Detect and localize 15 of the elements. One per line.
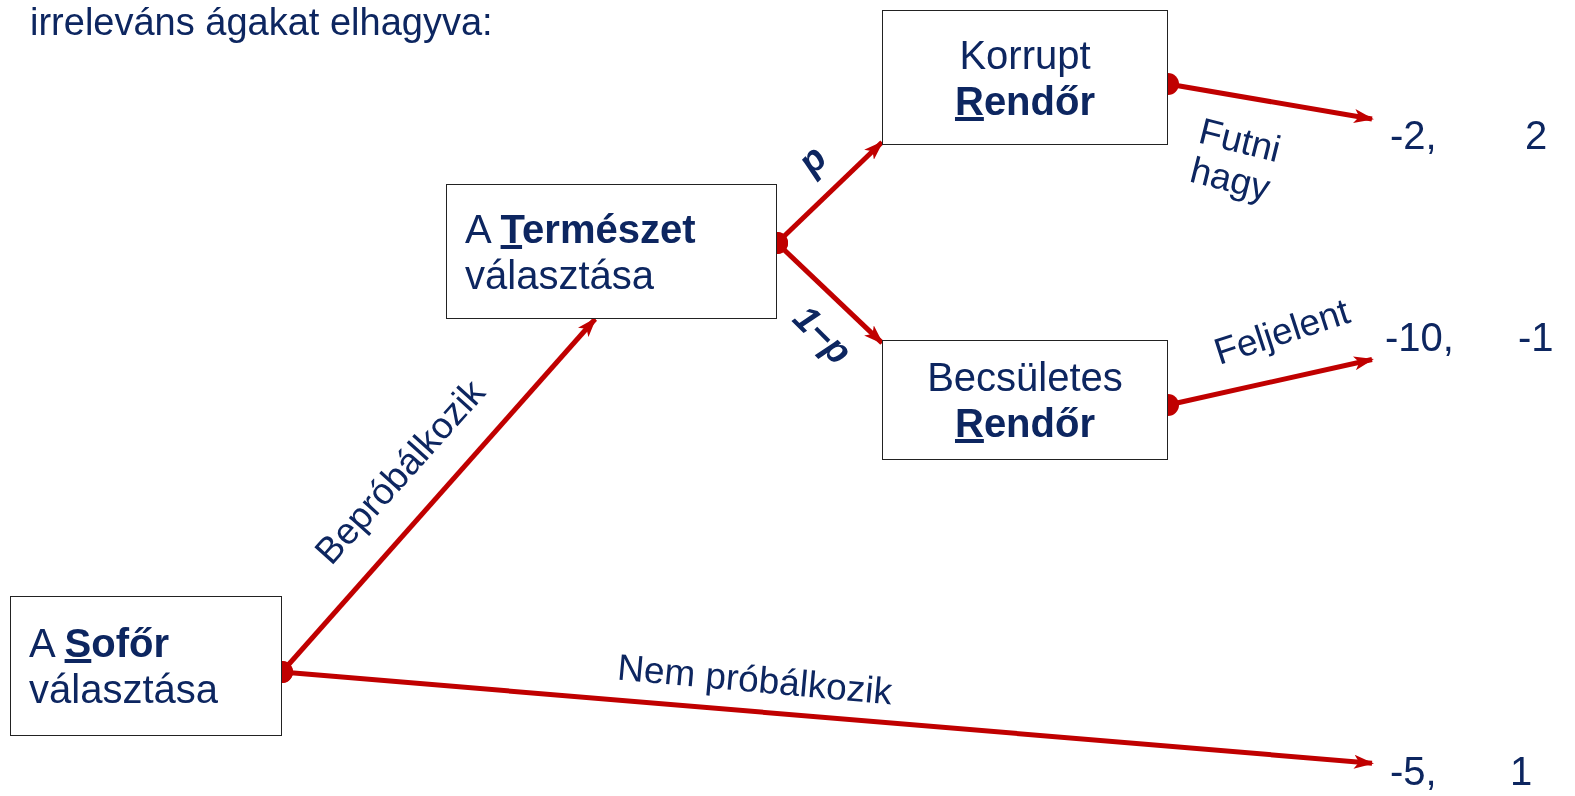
edge-label: Futni hagy [1185, 109, 1286, 211]
payoff-value: -10, [1385, 314, 1454, 360]
player-box: Becsületes Rendőr [882, 340, 1168, 460]
payoff-value: 1 [1510, 748, 1533, 794]
payoff-value: -5, [1390, 748, 1437, 794]
player-box: A Sofőr választása [10, 596, 282, 736]
payoff-value: 2 [1525, 112, 1548, 158]
payoff-value: -2, [1390, 112, 1437, 158]
edge-label: 1−p [784, 297, 860, 373]
edge-label: p [789, 137, 835, 183]
edge-label: Nem próbálkozik [615, 647, 895, 713]
player-box: Korrupt Rendőr [882, 10, 1168, 145]
player-box: A Természet választása [446, 184, 777, 319]
payoff-value: -1 [1518, 314, 1554, 360]
note-text: irreleváns ágakat elhagyva: [30, 0, 493, 44]
